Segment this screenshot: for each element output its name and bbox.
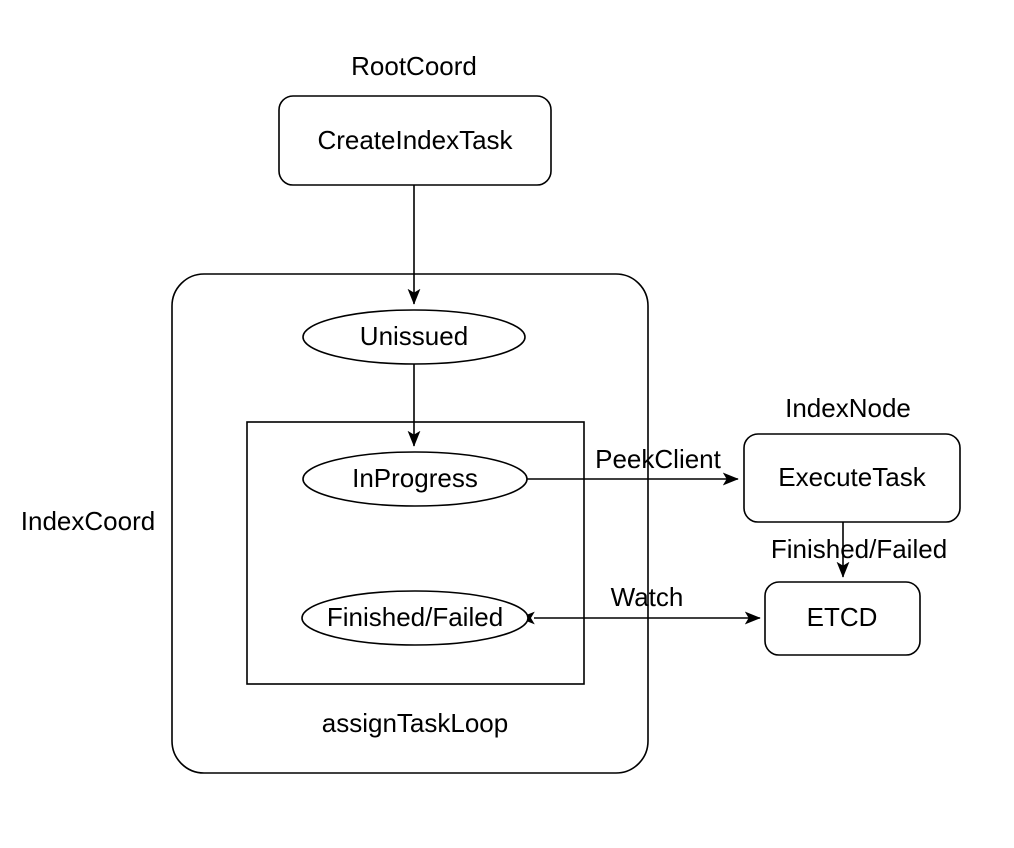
node-finished-failed-label: Finished/Failed: [327, 602, 503, 632]
node-create-index-task[interactable]: [278, 95, 552, 186]
node-in-progress[interactable]: [302, 451, 528, 507]
node-in-progress-label: InProgress: [352, 463, 478, 493]
node-unissued-label: Unissued: [360, 321, 468, 351]
node-etcd-label: ETCD: [807, 602, 878, 632]
node-etcd[interactable]: [764, 581, 921, 656]
edge-label-watch: Watch: [611, 582, 684, 612]
group-label-assigntaskloop: assignTaskLoop: [322, 708, 508, 738]
group-label-indexcoord: IndexCoord: [21, 506, 155, 536]
node-execute-task[interactable]: [743, 433, 961, 523]
node-unissued[interactable]: [302, 309, 526, 365]
edge-label-peekclient: PeekClient: [595, 444, 722, 474]
edge-label-finished-failed: Finished/Failed: [771, 534, 947, 564]
group-assigntaskloop-boundary: [246, 421, 585, 685]
node-finished-failed[interactable]: [301, 590, 529, 646]
node-execute-task-label: ExecuteTask: [778, 462, 926, 492]
node-create-index-task-label: CreateIndexTask: [317, 125, 513, 155]
group-label-indexnode: IndexNode: [785, 393, 911, 423]
group-indexcoord-boundary: [171, 273, 649, 774]
group-label-rootcoord: RootCoord: [351, 51, 477, 81]
